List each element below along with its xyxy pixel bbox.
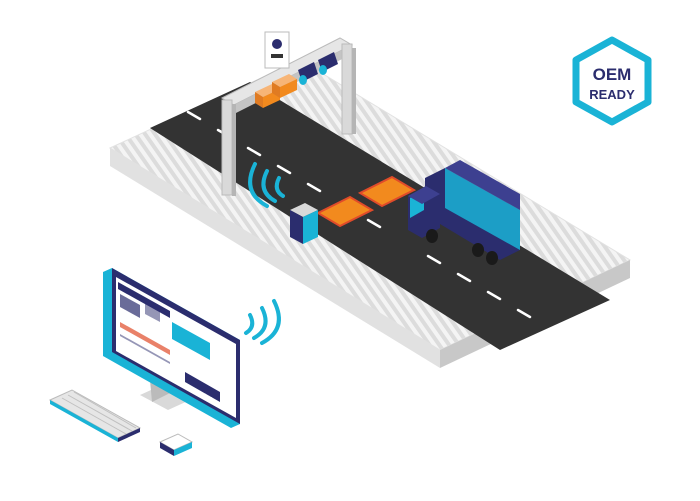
- keyboard: [48, 389, 142, 442]
- computer-monitor: KRB 946: [103, 268, 240, 428]
- badge-line1: OEM: [593, 65, 632, 84]
- camera-icon: [298, 52, 338, 85]
- small-device: [158, 433, 194, 456]
- weigh-sensor-pads: [315, 175, 417, 228]
- roadside-cabinet: [290, 203, 318, 244]
- oem-ready-badge: OEM READY: [572, 36, 652, 126]
- asphalt-road: [150, 82, 610, 350]
- gantry-structure: [220, 31, 356, 196]
- badge-line2: READY: [589, 87, 635, 102]
- wifi-signal-icon: [244, 299, 281, 345]
- wifi-signal-icon: [248, 162, 285, 208]
- truck: [408, 160, 520, 265]
